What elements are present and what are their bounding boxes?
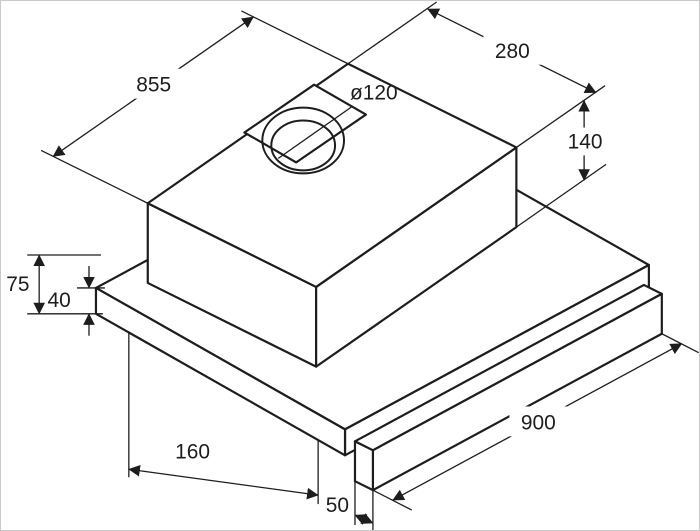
dim-140-label-bg [557, 127, 613, 156]
dim-40-label: 40 [47, 289, 70, 312]
duct-outlet [243, 83, 368, 175]
dim-160-line [128, 464, 319, 500]
dim-900-label: 900 [521, 411, 556, 434]
duct-outer-ring [261, 106, 346, 175]
dim-280-extension-right [516, 85, 606, 148]
dim-855-extension-right [241, 10, 349, 65]
dim-140-label: 140 [568, 130, 603, 153]
dim-duct-label: ø120 [350, 82, 398, 105]
dim-50-line [354, 513, 374, 525]
dim-50-label: 50 [326, 494, 349, 517]
chassis-left-face [94, 286, 347, 457]
dim-duct-leader-line [277, 106, 353, 159]
dim-855-extension-left [40, 149, 149, 204]
dim-140-extension-bottom [515, 163, 607, 228]
duct-collar [243, 83, 368, 164]
dim-75-label: 75 [6, 273, 29, 296]
dim-160-label: 160 [175, 440, 210, 463]
dimensions: 855 280 ø120 140 75 40 [6, 1, 699, 530]
dim-855-label: 855 [136, 74, 171, 97]
dim-900-label-bg [509, 406, 568, 437]
dim-280-label: 280 [495, 40, 530, 63]
dim-280-extension-left [347, 1, 438, 65]
dim-280-label-bg [483, 35, 542, 65]
dim-900-extension-right [661, 333, 699, 354]
dim-855-label-bg [123, 68, 184, 99]
duct-inner-ring [270, 119, 337, 172]
visor-left-face [353, 440, 375, 492]
